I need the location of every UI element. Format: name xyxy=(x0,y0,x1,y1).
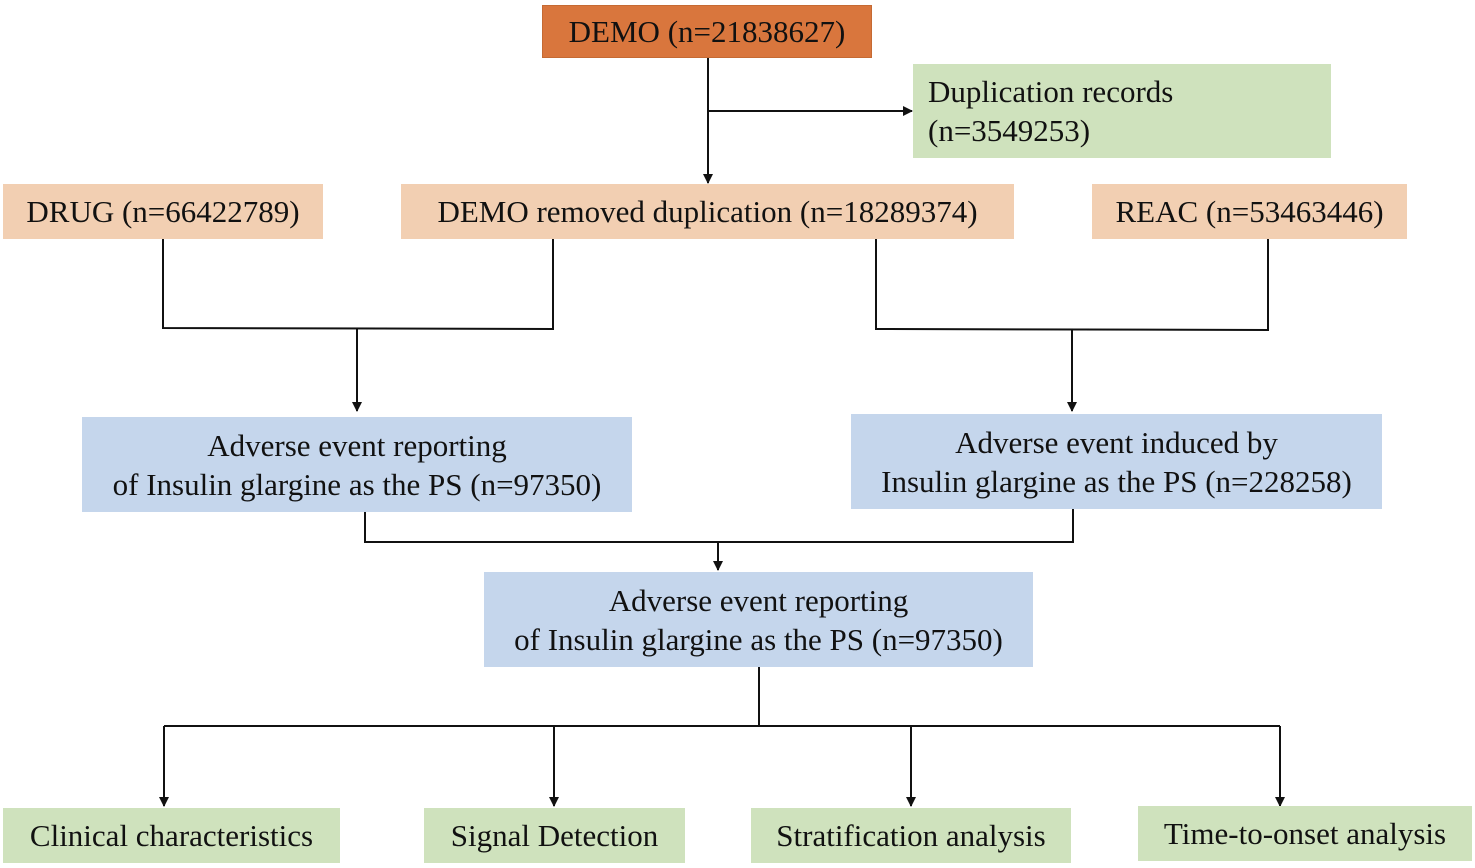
ae-induced-line-1: Adverse event induced by xyxy=(955,424,1278,460)
ae-reporting-line-1: Adverse event reporting xyxy=(207,427,507,463)
ae-induced-box: Adverse event induced by Insulin glargin… xyxy=(851,414,1382,509)
drug-label: DRUG (n=66422789) xyxy=(26,194,300,229)
ae-final-line-1: Adverse event reporting xyxy=(608,582,909,618)
ae-reporting-line-2: of Insulin glargine as the PS (n=97350) xyxy=(112,466,602,502)
duplication-count: (n=3549253) xyxy=(928,113,1091,148)
ae-final-line-2: of Insulin glargine as the PS (n=97350) xyxy=(514,621,1003,657)
ae-induced-line-2: Insulin glargine as the PS (n=228258) xyxy=(881,463,1352,499)
time-to-onset-analysis-label: Time-to-onset analysis xyxy=(1163,816,1447,851)
stratification-analysis-label: Stratification analysis xyxy=(776,818,1046,853)
signal-detection-box: Signal Detection xyxy=(424,808,685,863)
duplication-records-box: Duplication records (n=3549253) xyxy=(913,64,1331,158)
clinical-characteristics-label: Clinical characteristics xyxy=(29,818,314,853)
stratification-analysis-box: Stratification analysis xyxy=(751,808,1071,863)
clinical-characteristics-box: Clinical characteristics xyxy=(3,808,340,863)
demo-removed-duplication-box: DEMO removed duplication (n=18289374) xyxy=(401,184,1014,239)
demo-removed-label: DEMO removed duplication (n=18289374) xyxy=(437,194,978,229)
reac-box: REAC (n=53463446) xyxy=(1092,184,1407,239)
signal-detection-label: Signal Detection xyxy=(450,818,659,853)
ae-reporting-final-box: Adverse event reporting of Insulin glarg… xyxy=(484,572,1033,667)
demo-label: DEMO (n=21838627) xyxy=(568,14,846,49)
ae-reporting-box: Adverse event reporting of Insulin glarg… xyxy=(82,417,632,512)
connector-drug-demo-merge xyxy=(162,239,554,331)
connector-demo-reac-merge xyxy=(875,239,1269,332)
reac-label: REAC (n=53463446) xyxy=(1115,194,1384,229)
connector-ae-merge xyxy=(364,509,1074,543)
demo-box: DEMO (n=21838627) xyxy=(542,5,872,58)
drug-box: DRUG (n=66422789) xyxy=(3,184,323,239)
duplication-title: Duplication records xyxy=(928,74,1174,109)
time-to-onset-analysis-box: Time-to-onset analysis xyxy=(1138,806,1472,861)
